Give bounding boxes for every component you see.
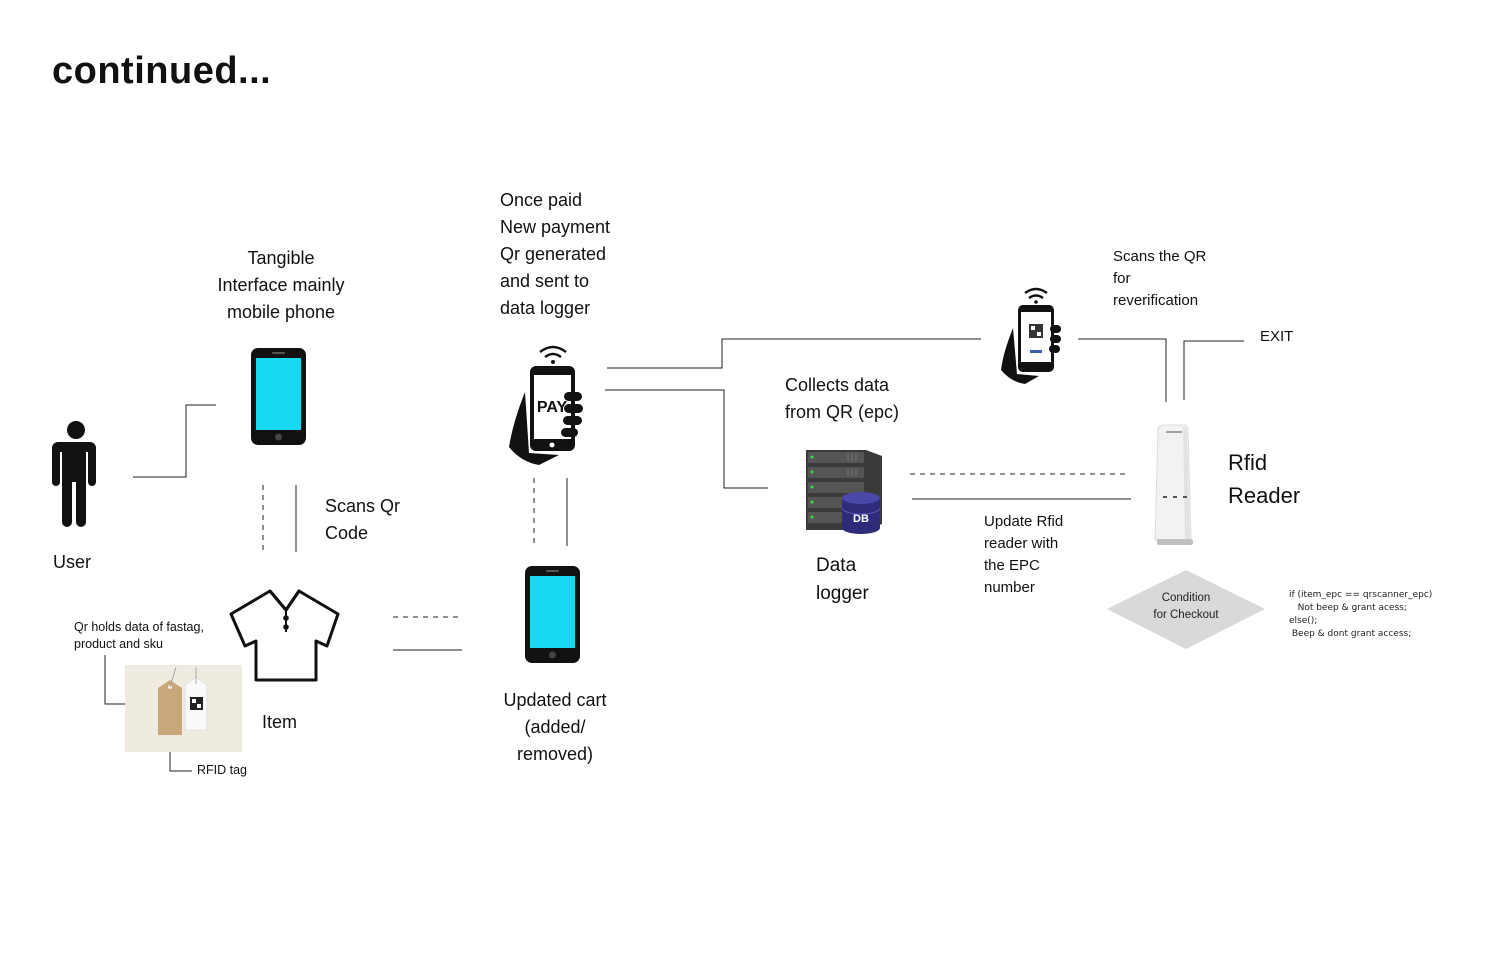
rfid-tag-icon <box>125 665 242 752</box>
once-paid-label: Once paid New payment Qr generated and s… <box>500 190 611 318</box>
exit-label: EXIT <box>1260 328 1294 345</box>
collects-data-label: Collects data from QR (epc) <box>785 375 900 422</box>
user-label: User <box>53 552 92 572</box>
pay-label: PAY <box>537 399 568 416</box>
shirt-icon <box>229 589 340 682</box>
scans-reverify-label: Scans the QR for reverification <box>1113 248 1207 309</box>
tangible-label: Tangible Interface mainly mobile phone <box>217 248 345 322</box>
connector-user-phone <box>133 404 216 478</box>
payment-phone-icon: PAY <box>509 345 583 465</box>
person-icon <box>52 421 96 527</box>
connector-exit-reader <box>1183 340 1244 400</box>
condition-code: if (item_epc == qrscanner_epc) Not beep … <box>1289 590 1433 639</box>
condition-diamond <box>1107 570 1265 649</box>
mobile-phone-icon <box>251 348 306 445</box>
page-title: continued... <box>52 50 272 92</box>
rfid-reader-label: Rfid Reader <box>1228 450 1301 508</box>
scans-qr-label: Scans Qr Code <box>325 496 401 543</box>
connectors <box>104 338 1244 772</box>
updated-cart-label: Updated cart (added/ removed) <box>503 690 607 764</box>
db-label: DB <box>853 513 869 525</box>
qr-holds-label: Qr holds data of fastag, product and sku <box>74 620 204 651</box>
condition-label: Condition for Checkout <box>1153 592 1219 621</box>
rfid-tag-label: RFID tag <box>197 763 248 777</box>
rfid-reader-icon <box>1154 424 1193 545</box>
cart-phone-icon <box>525 566 580 663</box>
server-database-icon: DB <box>806 450 882 534</box>
connector-scanner-reader <box>1078 338 1167 402</box>
qr-scan-phone-icon <box>1001 287 1061 384</box>
data-logger-label: Data logger <box>816 555 869 604</box>
connector-pay-scanner <box>607 338 981 369</box>
connector-pay-logger <box>605 389 768 489</box>
item-label: Item <box>262 712 298 732</box>
update-rfid-label: Update Rfid reader with the EPC number <box>984 513 1064 596</box>
